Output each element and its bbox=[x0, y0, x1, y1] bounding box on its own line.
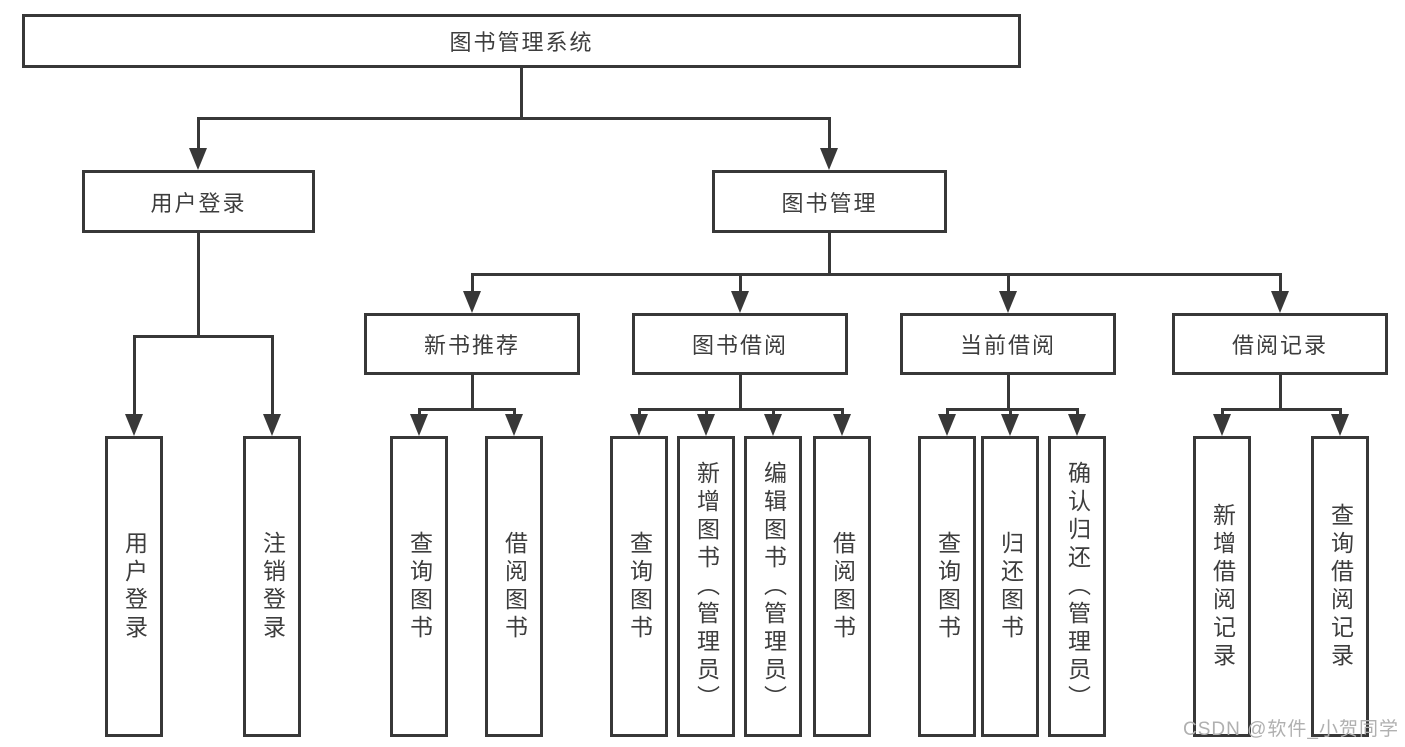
connector-drop-login-action bbox=[133, 335, 136, 414]
connector-borrowing-records-branch bbox=[1221, 408, 1341, 411]
arrow-down-icon bbox=[505, 414, 523, 436]
node-leaf-borrow-books-borrowing: 借阅图书 bbox=[813, 436, 871, 737]
csdn-watermark: CSDN @软件_小贺同学 bbox=[1183, 719, 1399, 740]
node-leaf-query-books-recommend: 查询图书 bbox=[390, 436, 448, 737]
arrow-down-icon bbox=[410, 414, 428, 436]
node-leaf-user-login: 用户登录 bbox=[105, 436, 163, 737]
connector-user-login-branch bbox=[133, 335, 273, 338]
connector-current-borrowing-stub bbox=[1007, 375, 1010, 408]
connector-drop bbox=[772, 408, 775, 416]
node-leaf-query-books-current: 查询图书 bbox=[918, 436, 976, 737]
arrow-down-icon bbox=[1331, 414, 1349, 436]
connector-drop-current-borrowing bbox=[1007, 273, 1010, 291]
node-leaf-borrow-books-recommend: 借阅图书 bbox=[485, 436, 543, 737]
connector-current-borrowing-branch bbox=[946, 408, 1078, 411]
connector-drop bbox=[946, 408, 949, 416]
connector-drop bbox=[418, 408, 421, 416]
connector-drop-user-login bbox=[197, 117, 200, 148]
node-current-borrowing: 当前借阅 bbox=[900, 313, 1116, 375]
connector-borrowing-records-stub bbox=[1279, 375, 1282, 408]
connector-book-borrowing-branch bbox=[638, 408, 843, 411]
node-leaf-add-books-admin: 新增图书（管理员） bbox=[677, 436, 735, 737]
node-leaf-add-borrow-record: 新增借阅记录 bbox=[1193, 436, 1251, 737]
node-leaf-query-books-borrowing: 查询图书 bbox=[610, 436, 668, 737]
arrow-down-icon bbox=[189, 148, 207, 170]
connector-drop bbox=[705, 408, 708, 416]
connector-drop-logout bbox=[271, 335, 274, 414]
node-leaf-logout: 注销登录 bbox=[243, 436, 301, 737]
connector-new-book-recommend-branch bbox=[418, 408, 515, 411]
connector-book-management-branch bbox=[471, 273, 1281, 276]
connector-drop bbox=[1221, 408, 1224, 416]
connector-drop bbox=[1009, 408, 1012, 416]
arrow-down-icon bbox=[1068, 414, 1086, 436]
node-user-login: 用户登录 bbox=[82, 170, 315, 233]
connector-drop bbox=[1339, 408, 1342, 416]
arrow-down-icon bbox=[1001, 414, 1019, 436]
node-leaf-edit-books-admin: 编辑图书（管理员） bbox=[744, 436, 802, 737]
node-book-borrowing: 图书借阅 bbox=[632, 313, 848, 375]
arrow-down-icon bbox=[938, 414, 956, 436]
node-new-book-recommend: 新书推荐 bbox=[364, 313, 580, 375]
node-leaf-query-borrow-record: 查询借阅记录 bbox=[1311, 436, 1369, 737]
arrow-down-icon bbox=[1271, 291, 1289, 313]
node-borrowing-records: 借阅记录 bbox=[1172, 313, 1388, 375]
arrow-down-icon bbox=[764, 414, 782, 436]
connector-drop bbox=[841, 408, 844, 416]
connector-drop-book-borrowing bbox=[739, 273, 742, 291]
node-leaf-confirm-return-admin: 确认归还（管理员） bbox=[1048, 436, 1106, 737]
arrow-down-icon bbox=[1213, 414, 1231, 436]
arrow-down-icon bbox=[630, 414, 648, 436]
node-book-management: 图书管理 bbox=[712, 170, 947, 233]
connector-book-management-stub bbox=[828, 233, 831, 273]
arrow-down-icon bbox=[463, 291, 481, 313]
arrow-down-icon bbox=[697, 414, 715, 436]
arrow-down-icon bbox=[833, 414, 851, 436]
connector-drop bbox=[513, 408, 516, 416]
connector-user-login-stub bbox=[197, 233, 200, 335]
connector-drop bbox=[1076, 408, 1079, 416]
arrow-down-icon bbox=[125, 414, 143, 436]
connector-new-book-recommend-stub bbox=[471, 375, 474, 408]
arrow-down-icon bbox=[731, 291, 749, 313]
node-leaf-return-books: 归还图书 bbox=[981, 436, 1039, 737]
connector-root-branch bbox=[197, 117, 831, 120]
arrow-down-icon bbox=[999, 291, 1017, 313]
node-root-library-management-system: 图书管理系统 bbox=[22, 14, 1021, 68]
connector-drop bbox=[638, 408, 641, 416]
connector-book-borrowing-stub bbox=[739, 375, 742, 408]
arrow-down-icon bbox=[820, 148, 838, 170]
connector-drop-book-management bbox=[828, 117, 831, 148]
connector-drop-borrowing-records bbox=[1279, 273, 1282, 291]
connector-drop-new-book-recommend bbox=[471, 273, 474, 291]
arrow-down-icon bbox=[263, 414, 281, 436]
connector-root-stub bbox=[520, 68, 523, 117]
